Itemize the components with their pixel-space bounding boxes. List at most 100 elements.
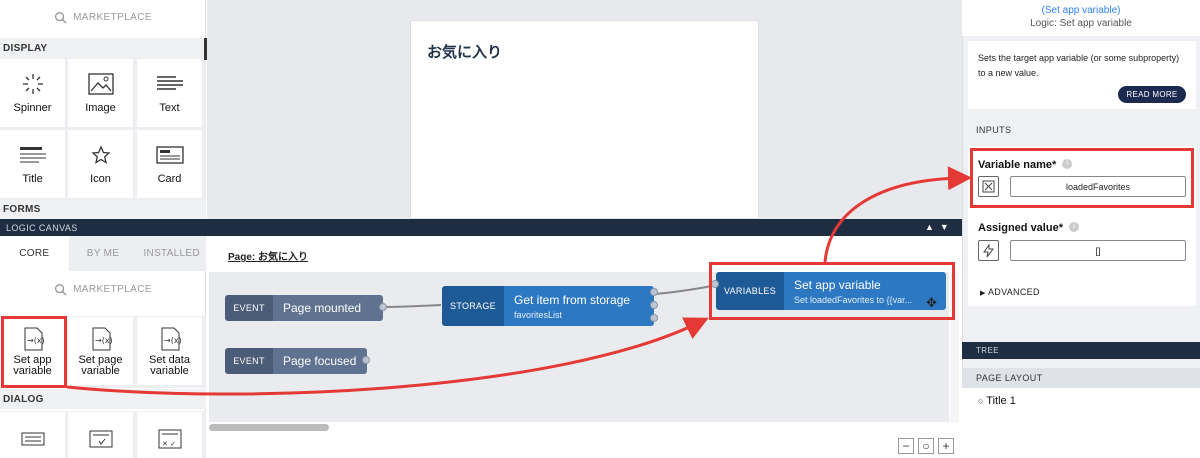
- canvas-horizontal-scrollbar[interactable]: [209, 424, 329, 431]
- circle-icon: ○: [978, 396, 984, 406]
- node-page-mounted[interactable]: EVENT Page mounted: [225, 295, 383, 321]
- node-page-focused[interactable]: EVENT Page focused: [225, 348, 367, 374]
- node-output-port[interactable]: [379, 303, 387, 311]
- page-layout-header: PAGE LAYOUT: [962, 368, 1200, 388]
- logic-tabs: CORE BY ME INSTALLED: [0, 236, 207, 271]
- set-data-variable-icon: →(x): [161, 327, 181, 351]
- assigned-value-label-row: Assigned value*i: [978, 218, 1079, 236]
- node-output-port[interactable]: [650, 301, 658, 309]
- variable-icon: [982, 180, 995, 193]
- tab-by-me[interactable]: BY ME: [68, 236, 138, 271]
- description-text: Sets the target app variable (or some su…: [978, 53, 1180, 78]
- highlight-set-app-variable-tile: [1, 316, 67, 388]
- caret-up-icon[interactable]: ▲: [925, 222, 934, 232]
- tab-installed[interactable]: INSTALLED: [137, 236, 207, 271]
- advanced-label: ADVANCED: [988, 287, 1040, 297]
- caret-down-icon[interactable]: ▼: [939, 222, 949, 232]
- inputs-label: INPUTS: [976, 125, 1012, 135]
- search-icon: [55, 283, 67, 296]
- star-icon: [90, 145, 111, 164]
- properties-header: (Set app variable) Logic: Set app variab…: [962, 0, 1200, 36]
- info-icon[interactable]: i: [1062, 158, 1073, 169]
- tree-bar[interactable]: TREE: [962, 342, 1200, 359]
- node-output-port[interactable]: [650, 288, 658, 296]
- tile-label: Spinner: [13, 102, 52, 114]
- zoom-reset-button[interactable]: ○: [918, 438, 934, 454]
- dialog-tile-1[interactable]: [0, 412, 65, 458]
- alert-dialog-icon: [21, 432, 44, 446]
- card-icon: [155, 146, 184, 164]
- node-kind: EVENT: [225, 295, 273, 321]
- component-link[interactable]: (Set app variable): [1041, 5, 1121, 16]
- tab-core[interactable]: CORE: [0, 236, 69, 271]
- variable-name-label: Variable name*: [978, 159, 1057, 171]
- advanced-toggle[interactable]: ▶ ADVANCED: [980, 287, 1040, 297]
- palette-tile-card[interactable]: Card: [137, 130, 202, 198]
- highlight-set-app-variable-node: [709, 262, 955, 320]
- logic-canvas-toggle[interactable]: ▲ ▼: [925, 222, 1192, 232]
- marketplace-link-logic[interactable]: MARKETPLACE: [0, 272, 206, 306]
- palette-scrollbar[interactable]: [204, 38, 207, 60]
- set-page-variable-icon: →(x): [92, 327, 112, 351]
- set-app-variable-icon: →(x): [24, 327, 44, 351]
- variable-binding-button[interactable]: [978, 176, 999, 197]
- palette-tile-text[interactable]: Text: [137, 59, 202, 127]
- text-icon: [156, 76, 183, 90]
- zoom-out-button[interactable]: −: [898, 438, 914, 454]
- core-tile-set-page-variable[interactable]: →(x) Set page variable: [68, 317, 133, 385]
- marketplace-label: MARKETPLACE: [73, 11, 152, 23]
- palette-tile-image[interactable]: Image: [68, 59, 133, 127]
- variable-name-field[interactable]: loadedFavorites: [1010, 176, 1186, 197]
- tile-label: Set page variable: [78, 354, 123, 377]
- palette-tile-title[interactable]: Title: [0, 130, 65, 198]
- tree-area: [962, 388, 1200, 458]
- tree-item-label: Title 1: [986, 395, 1016, 407]
- core-tile-set-app-variable[interactable]: →(x) Set app variable: [0, 317, 65, 385]
- component-subtitle: Logic: Set app variable: [1030, 18, 1132, 29]
- node-output-port[interactable]: [650, 314, 658, 322]
- palette-tile-spinner[interactable]: Spinner: [0, 59, 65, 127]
- inputs-body: [968, 146, 1196, 306]
- node-title: Set app variable: [794, 277, 881, 292]
- dialog-tile-3[interactable]: ✕ ✓: [137, 412, 202, 458]
- tree-item-title-1[interactable]: ○ Title 1: [978, 395, 1016, 407]
- tree-label: TREE: [976, 346, 999, 355]
- tile-label: Card: [157, 173, 182, 185]
- spinner-icon: [22, 74, 43, 94]
- tile-label: Set data variable: [149, 354, 190, 377]
- assigned-value-field[interactable]: []: [1010, 240, 1186, 261]
- node-title: Page focused: [273, 348, 367, 374]
- svg-text:→(x): →(x): [27, 336, 44, 345]
- marketplace-link-display[interactable]: MARKETPLACE: [0, 0, 206, 34]
- caret-right-icon: ▶: [980, 290, 986, 297]
- read-more-button[interactable]: READ MORE: [1118, 86, 1186, 103]
- canvas-page-link[interactable]: Page: お気に入り: [228, 252, 309, 263]
- forms-section-header: FORMS: [0, 200, 206, 219]
- core-tile-set-data-variable[interactable]: →(x) Set data variable: [137, 317, 202, 385]
- canvas-vertical-scrollbar[interactable]: [950, 272, 959, 422]
- tile-label: Set app variable: [13, 354, 52, 377]
- node-output-port[interactable]: [362, 356, 370, 364]
- info-icon[interactable]: i: [1068, 221, 1079, 232]
- lightning-icon: [983, 243, 994, 257]
- move-cursor-icon: ✥: [926, 295, 937, 310]
- zoom-in-button[interactable]: +: [938, 438, 954, 454]
- confirm-dialog-icon: [89, 430, 112, 448]
- node-title: Page mounted: [273, 295, 383, 321]
- node-get-item-from-storage[interactable]: STORAGE Get item from storage favoritesL…: [442, 286, 654, 326]
- tile-label: Text: [159, 102, 180, 114]
- marketplace-label: MARKETPLACE: [73, 283, 152, 295]
- node-kind: STORAGE: [442, 286, 504, 326]
- display-section-header: DISPLAY: [0, 38, 206, 58]
- node-subtitle: Set loadedFavorites to {{var...: [794, 294, 913, 305]
- palette-tile-icon[interactable]: Icon: [68, 130, 133, 198]
- tile-label: Icon: [90, 173, 111, 185]
- page-title: お気に入り: [427, 44, 503, 61]
- page-preview-card[interactable]: お気に入り: [410, 20, 759, 219]
- svg-text:→(x): →(x): [95, 336, 112, 345]
- tile-label: Title: [22, 173, 43, 185]
- formula-binding-button[interactable]: [978, 240, 999, 261]
- dialog-tile-2[interactable]: [68, 412, 133, 458]
- node-set-app-variable[interactable]: VARIABLES Set app variable Set loadedFav…: [716, 272, 946, 310]
- logic-canvas-bar[interactable]: LOGIC CANVAS: [0, 219, 962, 236]
